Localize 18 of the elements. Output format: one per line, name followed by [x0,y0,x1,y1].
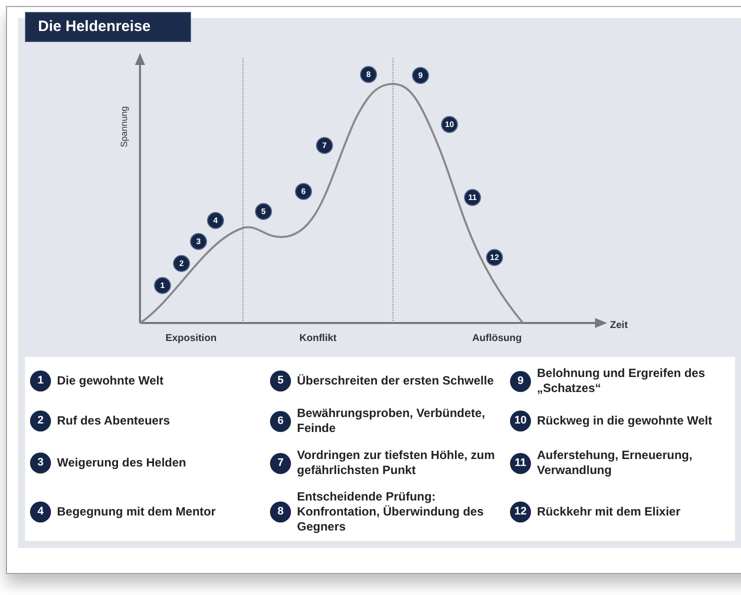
step-description: Rückweg in die gewohnte Welt [537,414,712,428]
step-description: Weigerung des Helden [57,456,186,470]
title-banner: Die Heldenreise [25,12,191,42]
axis-label: Zeit [610,319,628,333]
step-description: Überschreiten der ersten Schwelle [297,374,494,388]
step-description: Ruf des Abenteuers [57,414,170,428]
section-label: Auflösung [472,332,522,346]
step-description: Vordringen zur tiefsten Höhle, zum gefährlichsten Punkt [297,448,495,478]
section-label: Konflikt [299,332,337,346]
step-description: Auferstehung, Erneuerung, Verwandlung [537,448,694,478]
step-description: Die gewohnte Welt [57,374,164,388]
step-description: Entscheidende Prüfung: Konfrontation, Überwindung des Gegners [297,490,485,534]
step-description: Bewährungsproben, Verbündete, Feinde [297,406,486,436]
step-description: Belohnung und Ergreifen des „Schatzes“ [537,366,706,396]
section-label: Exposition [165,332,217,346]
step-description: Rückkehr mit dem Elixier [537,504,680,520]
step-description: Begegnung mit dem Mentor [57,504,216,520]
axis-label: Spannung [118,106,130,148]
